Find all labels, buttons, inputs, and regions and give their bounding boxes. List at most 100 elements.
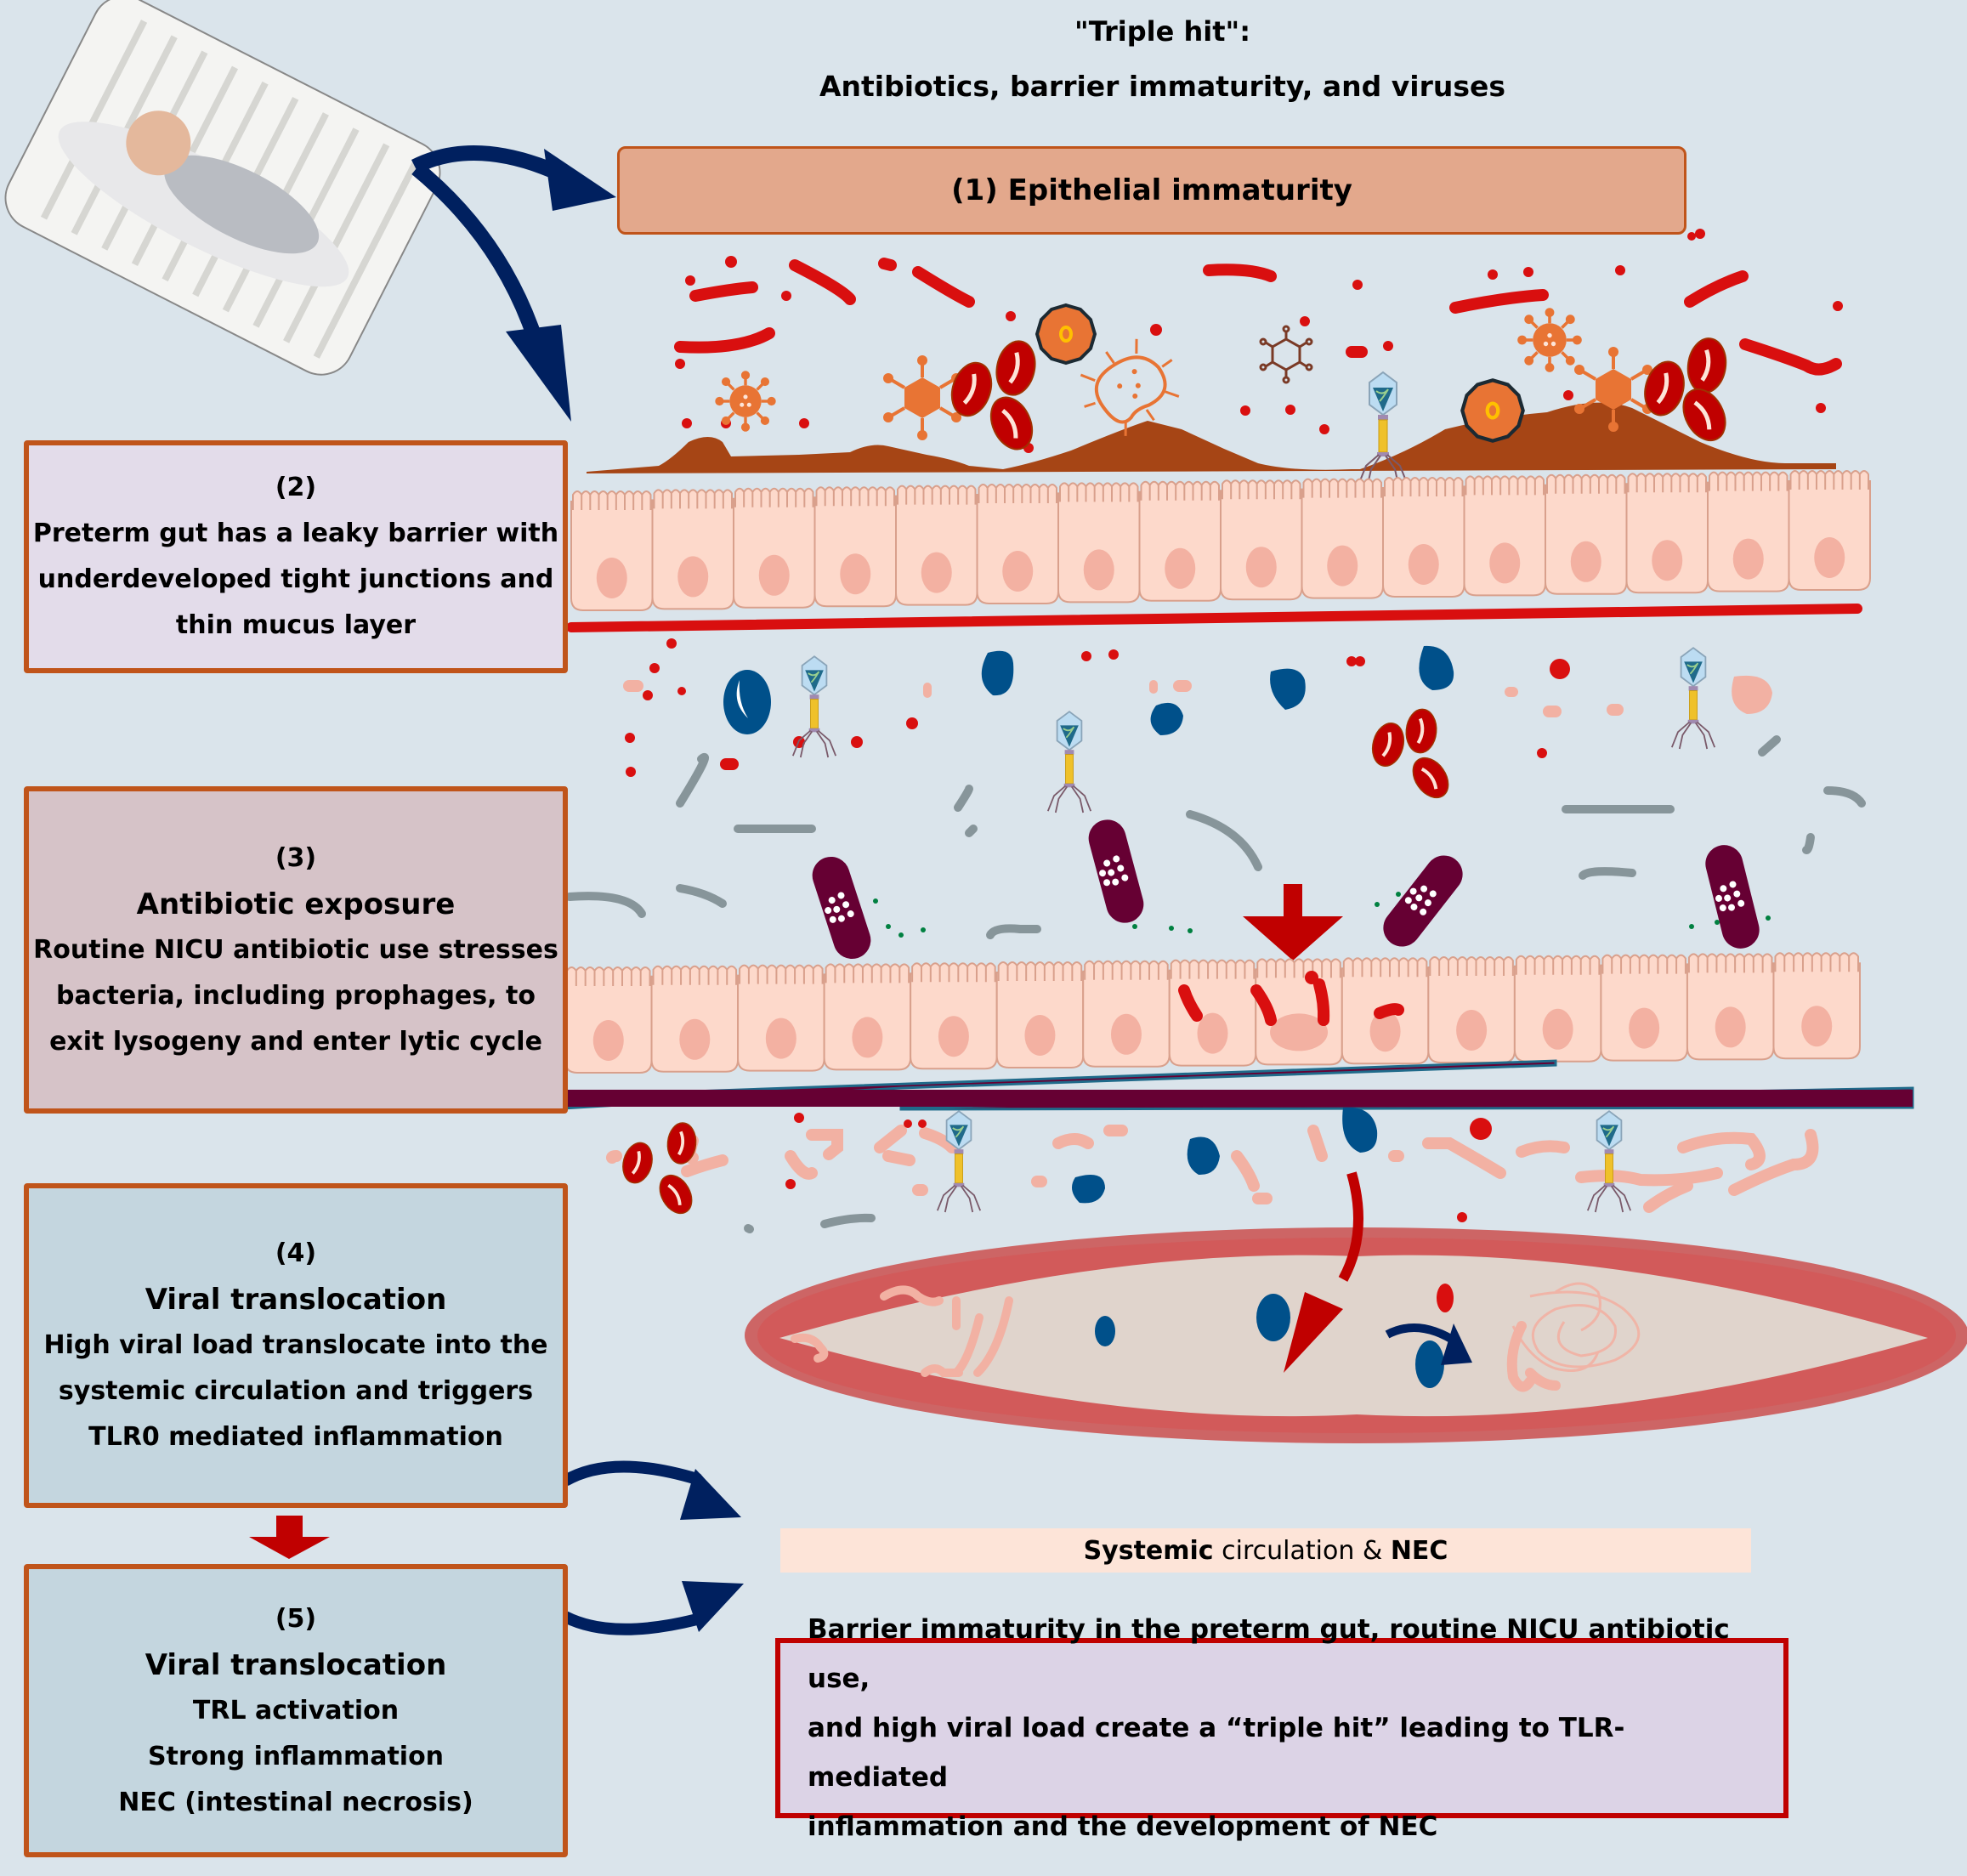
epithelial-cell-icon [1513, 955, 1602, 1063]
box-number: (4) [275, 1238, 317, 1268]
box-line: Preterm gut has a leaky barrier with [32, 519, 559, 548]
basement-membrane-red [566, 604, 1862, 632]
arrow-to-epithelial-immaturity [411, 145, 616, 211]
virus-icon [1516, 306, 1584, 374]
epithelial-cell-icon [733, 487, 816, 609]
epithelial-cell-icon [823, 963, 912, 1071]
box-number: (2) [275, 473, 317, 502]
epithelial-cell-icon [1463, 475, 1546, 597]
box-line: systemic circulation and triggers [58, 1376, 534, 1406]
banner-label: (1) Epithelial immaturity [951, 173, 1352, 207]
epithelial-cell-icon [564, 966, 653, 1074]
red-blood-cell-icon [651, 1168, 700, 1221]
epithelial-immaturity-banner: (1) Epithelial immaturity [617, 146, 1686, 235]
virus-icon [881, 354, 963, 442]
arrow-to-leaky-barrier-box [411, 162, 571, 422]
invading-bacteria [1178, 978, 1404, 1026]
arrow-box5-to-systemic [562, 1581, 744, 1635]
bacteriophage-icon [1586, 1110, 1632, 1213]
box-line: thin mucus layer [175, 610, 417, 640]
epithelial-cell-icon [650, 965, 740, 1073]
epithelial-cell-icon [1625, 473, 1709, 594]
epithelial-cell-icon [995, 961, 1085, 1068]
nec-bold: NEC [1390, 1535, 1448, 1566]
tangled-viral-genome [1511, 1282, 1641, 1372]
virus-icon [713, 369, 778, 434]
epithelial-cell-icon [813, 486, 897, 608]
epithelial-cell-icon [1301, 478, 1384, 599]
box-line: bacteria, including prophages, to [56, 980, 536, 1011]
box-line: TRL activation [192, 1695, 400, 1726]
epithelial-cell-icon [1545, 473, 1628, 595]
epithelial-cell-icon [651, 489, 734, 610]
systemic-circulation-label: Systemic circulation & NEC [780, 1528, 1751, 1573]
immune-activation-arrow [1385, 1323, 1472, 1365]
box-number: (5) [275, 1603, 317, 1634]
epithelial-cell-icon [1772, 952, 1861, 1060]
spore-icon [1035, 303, 1097, 365]
epithelial-cell-icon [1707, 471, 1790, 592]
epithelial-cell-icon [895, 485, 978, 606]
antibiotic-stressed-bacterium-icon [1084, 815, 1148, 927]
blood-vessel [745, 1227, 1967, 1443]
figure-title: "Triple hit": [1074, 15, 1250, 48]
gray-filaments [565, 735, 1866, 939]
box-number: (3) [275, 842, 317, 873]
progression-arrow [249, 1516, 330, 1559]
epithelial-cell-icon [1427, 956, 1516, 1063]
epithelial-cell-icon [976, 484, 1059, 604]
epithelial-cell-icon [1220, 479, 1303, 601]
luminal-bacteria [674, 258, 1842, 376]
box-heading: Antibiotic exposure [136, 887, 456, 921]
leaky-barrier-box: (2) Preterm gut has a leaky barrier with… [24, 440, 568, 673]
box-line: Routine NICU antibiotic use stresses [33, 934, 558, 965]
box-heading: Viral translocation [145, 1283, 447, 1317]
bacteriophage-icon [936, 1110, 982, 1213]
red-blood-cell-icon [992, 337, 1040, 399]
summary-line: and high viral load create a “triple hit… [808, 1713, 1625, 1793]
chemical-ring-icon [1259, 325, 1313, 384]
box-line: underdeveloped tight junctions and [37, 564, 554, 594]
bacteriophage-icon [1046, 711, 1092, 813]
antibiotic-stressed-bacterium-icon [807, 852, 876, 964]
inflammation-nec-box: (5) Viral translocation TRL activation S… [24, 1564, 568, 1857]
box-heading: Viral translocation [145, 1647, 447, 1682]
box-line: Strong inflammation [147, 1741, 445, 1771]
epithelial-cell-icon [570, 490, 654, 611]
summary-line: Barrier immaturity in the preterm gut, r… [808, 1614, 1730, 1694]
box-line: High viral load translocate into the [43, 1330, 548, 1360]
epithelial-cell-icon [1057, 482, 1141, 604]
red-blood-cell-icon [1368, 720, 1408, 770]
translocating-microbes-upper [623, 638, 1772, 813]
epithelial-cell-icon [1168, 959, 1257, 1067]
summary-line: inflammation and the development of NEC [808, 1811, 1438, 1842]
epithelial-cell-icon [1686, 953, 1775, 1061]
infant-in-crib-photo [4, 0, 441, 376]
mucus-layer [587, 402, 1836, 473]
red-blood-cell-icon [1406, 751, 1455, 804]
antibiotic-stressed-bacterium-icon [1701, 841, 1764, 953]
epithelial-cell-icon [737, 964, 825, 1072]
luminal-dots: <1/> [675, 229, 1843, 453]
systemic-middle: circulation & [1213, 1535, 1391, 1566]
barrier-breach-arrow [1243, 884, 1343, 961]
systemic-bold: Systemic [1083, 1535, 1214, 1566]
box-line: TLR0 mediated inflammation [88, 1422, 503, 1452]
epithelial-cell-icon [910, 962, 998, 1070]
red-blood-cell-icon [1685, 336, 1729, 395]
spore-icon [1462, 380, 1522, 440]
red-blood-cell-icon [1404, 708, 1438, 754]
translocation-arrow-red [1284, 1171, 1363, 1373]
red-blood-cell-icon [945, 358, 998, 421]
summary-box: Barrier immaturity in the preterm gut, r… [775, 1614, 1788, 1842]
basement-membrane-dark-band [548, 1090, 1913, 1107]
invading-bacterium [1305, 971, 1318, 984]
arrow-box4-to-systemic [562, 1460, 741, 1520]
epithelial-layer-immature [570, 470, 1871, 611]
epithelial-cell-icon [1600, 954, 1688, 1062]
epithelial-cell-icon [1382, 477, 1465, 598]
viral-translocation-box: (4) Viral translocation High viral load … [24, 1183, 568, 1508]
red-blood-cell-icon [616, 1137, 659, 1188]
bacterium-icon [1080, 338, 1180, 436]
